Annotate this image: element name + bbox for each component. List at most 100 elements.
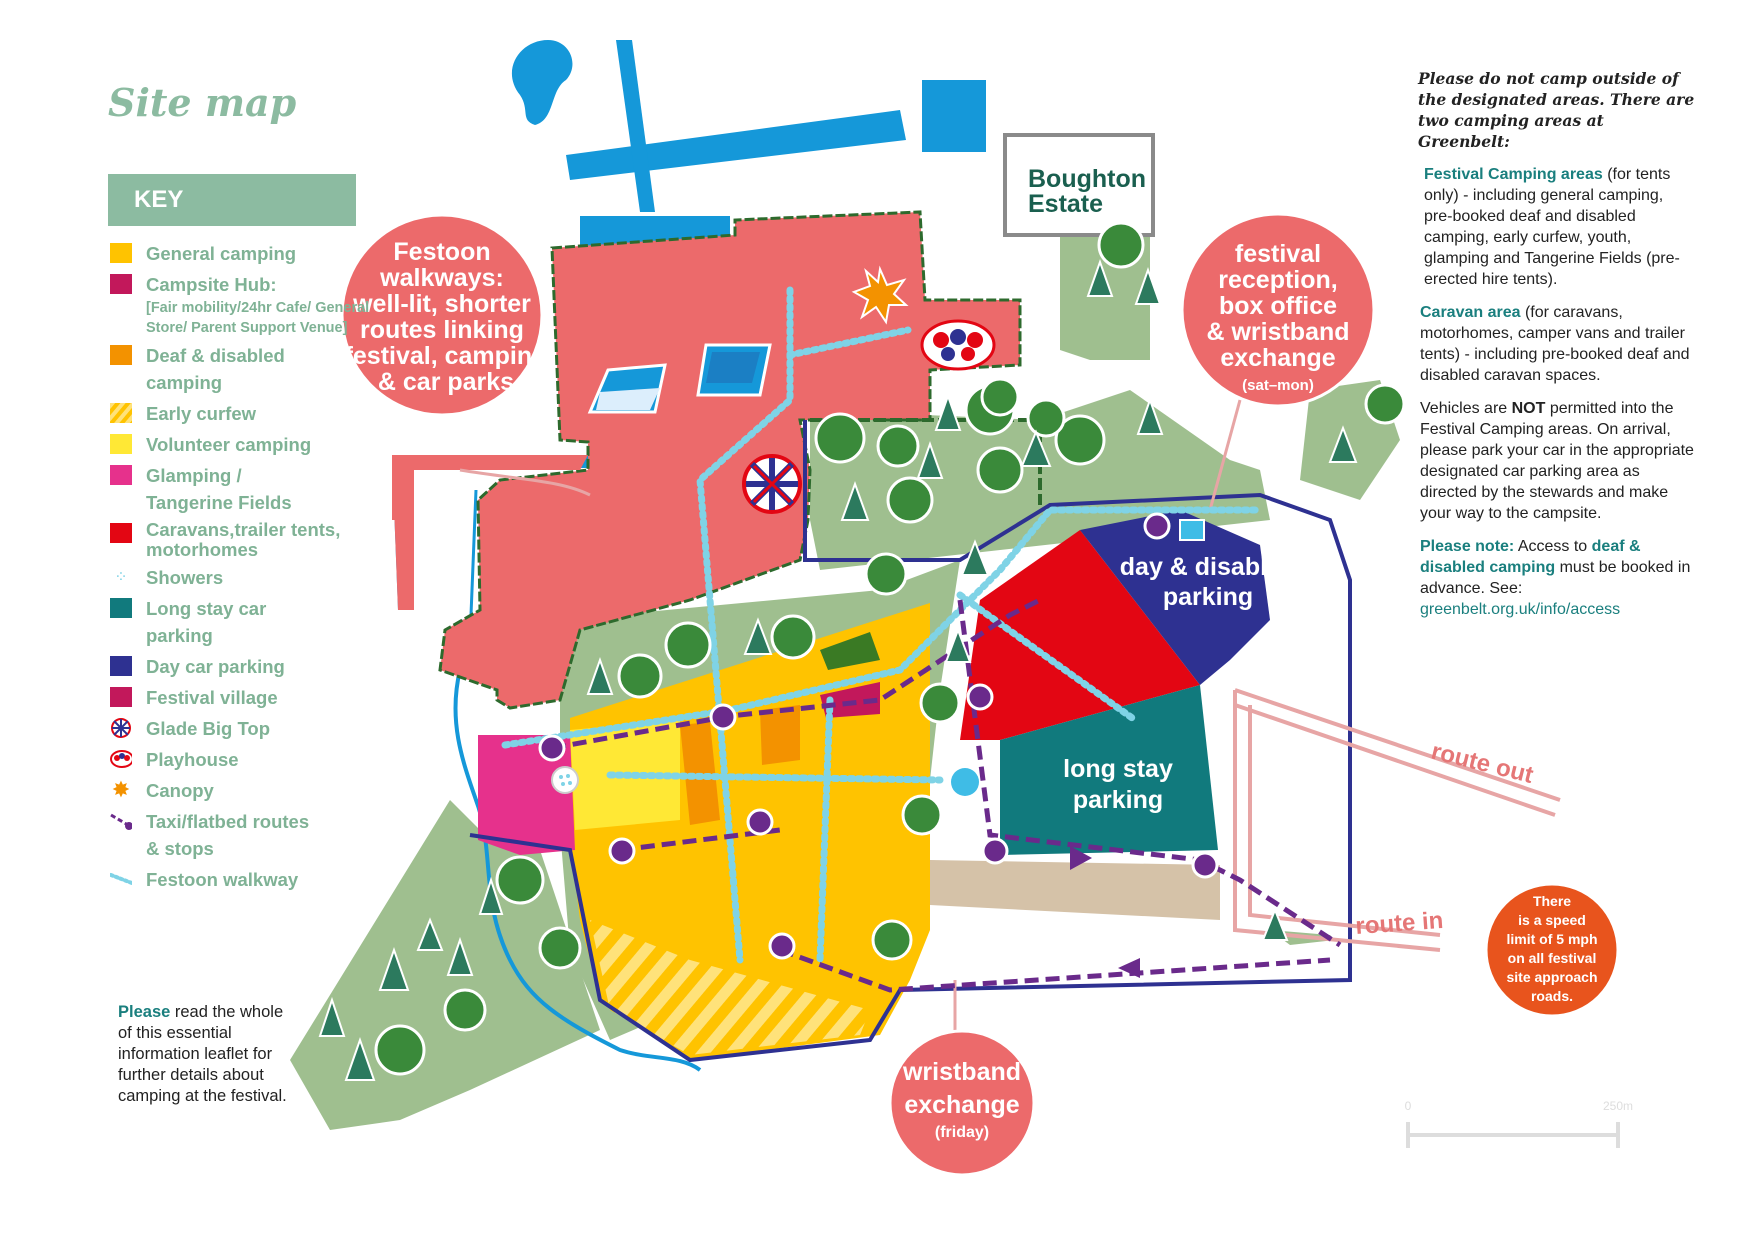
speed-line-2: is a speed: [1518, 912, 1586, 928]
swatch-caravans: [110, 523, 132, 543]
wristband-callout: wristband exchange (friday): [888, 1029, 1036, 1177]
caravan-text: (for caravans, motorhomes, camper vans a…: [1420, 304, 1690, 384]
long-stay-label-2: parking: [1073, 786, 1163, 814]
festoon-mini: [110, 873, 132, 886]
key-item-day-parking: Day car parking: [110, 653, 370, 680]
approach-roads: [459, 399, 1561, 1030]
reception-callout-line-6: (sat–mon): [1242, 377, 1314, 394]
shower-icon: ⁘: [114, 569, 128, 586]
key-header: KEY: [108, 174, 356, 226]
scale-bar: 0 250m: [1405, 1099, 1633, 1148]
please-bold: Please: [118, 1003, 171, 1021]
wristband-point-friday: [951, 768, 979, 796]
reception-callout-line-1: festival: [1235, 240, 1321, 268]
access-url-link[interactable]: greenbelt.org.uk/info/access: [1420, 601, 1621, 618]
key-item-playhouse: Playhouse: [110, 746, 370, 773]
note-title: Please note:: [1420, 538, 1515, 555]
key-item-caravans: Caravans,trailer tents, motorhomes: [110, 520, 370, 560]
festoon-callout-line-3: well-lit, shorter: [352, 290, 531, 318]
reception-callout-line-3: box office: [1219, 292, 1337, 320]
speed-line-1: There: [1533, 893, 1571, 909]
key-item-early-curfew: Early curfew: [110, 400, 370, 427]
boughton-label-1: Boughton: [1028, 165, 1146, 193]
key-item-showers: ⁘ Showers: [110, 564, 370, 591]
key-label: General camping: [146, 243, 297, 264]
shower-icon: [551, 766, 579, 794]
key-item-long-stay: Long stay car parking: [110, 595, 370, 649]
key-label: Day car parking: [146, 656, 285, 677]
festoon-callout-line-4: routes linking: [360, 316, 524, 344]
key-label: Playhouse: [146, 749, 239, 770]
key-label: Long stay car parking: [146, 598, 267, 646]
key-label: Glamping / Tangerine Fields: [146, 465, 292, 513]
key-sublabel: [Fair mobility/24hr Cafe/ General Store/…: [146, 300, 370, 336]
key-item-festoon: Festoon walkway: [110, 866, 370, 893]
key-item-campsite-hub: Campsite Hub: [Fair mobility/24hr Cafe/ …: [110, 271, 370, 338]
swatch-deaf-disabled: [110, 345, 132, 365]
key-item-deaf-disabled: Deaf & disabled camping: [110, 342, 370, 396]
caravan-title: Caravan area: [1420, 304, 1521, 321]
camping-intro: Please do not camp outside of the design…: [1418, 69, 1695, 151]
speed-line-3: limit of 5 mph: [1507, 931, 1598, 947]
please-read-note: Please read the whole of this essential …: [118, 1002, 288, 1107]
canopy-star-icon: [851, 265, 909, 325]
glade-big-top-icon: [110, 718, 132, 738]
glade-big-top-icon: [742, 454, 802, 514]
key-item-taxi-routes: Taxi/flatbed routes & stops: [110, 808, 370, 862]
festoon-callout-line-5: festival, camping: [345, 342, 548, 370]
reception-point: [1179, 519, 1205, 541]
playhouse-mini: [110, 750, 132, 768]
festival-camping-title: Festival Camping areas: [1424, 166, 1603, 183]
vehicles-not: NOT: [1511, 400, 1546, 417]
key-label: Campsite Hub:: [146, 274, 277, 295]
long-stay-label-1: long stay: [1063, 755, 1173, 783]
key-label: Deaf & disabled camping: [146, 345, 285, 393]
parking-areas: day & disabled parking long stay parking: [930, 510, 1296, 920]
swatch-volunteer: [110, 434, 132, 454]
please-text: read the whole of this essential informa…: [118, 1003, 287, 1105]
key-label: Taxi/flatbed routes & stops: [146, 811, 310, 859]
route-arrows: [1070, 846, 1140, 978]
note-text-b: must be booked in advance. See:: [1420, 559, 1691, 597]
note-text-a: Access to: [1514, 538, 1592, 555]
access-note: Please note: Access to deaf & disabled c…: [1420, 536, 1696, 620]
taxi-route-icon: [110, 811, 132, 831]
swatch-campsite-hub: [110, 274, 132, 294]
swatch-long-stay: [110, 598, 132, 618]
vehicles-text-a: Vehicles are: [1420, 400, 1512, 417]
taxi-mini: [110, 813, 132, 830]
map-key: General camping Campsite Hub: [Fair mobi…: [110, 240, 370, 897]
festoon-callout-line-6: & car parks: [378, 368, 514, 396]
vehicles-info: Vehicles are NOT permitted into the Fest…: [1420, 398, 1696, 524]
taxi-stops: [538, 512, 1219, 960]
key-item-volunteer: Volunteer camping: [110, 431, 370, 458]
playhouse-icon: [920, 319, 996, 371]
hatch-swatch: [110, 403, 132, 423]
festival-camping-info: Festival Camping areas (for tents only) …: [1424, 164, 1696, 290]
festoon-callout-line-1: Festoon: [393, 238, 490, 266]
key-label: Festoon walkway: [146, 869, 299, 890]
buildings: [587, 343, 772, 414]
vehicles-text-b: permitted into the Festival Camping area…: [1420, 400, 1694, 522]
wristband-callout-line-2: exchange: [904, 1091, 1019, 1119]
festival-camping-text: (for tents only) - including general cam…: [1424, 166, 1680, 288]
route-in-label: route in: [1355, 907, 1445, 940]
key-item-glamping: Glamping / Tangerine Fields: [110, 462, 370, 516]
page-title: Site map: [108, 80, 297, 125]
day-parking-label-2: parking: [1163, 583, 1253, 611]
swatch-day-parking: [110, 656, 132, 676]
key-label: Caravans,trailer tents, motorhomes: [146, 519, 341, 560]
festoon-callout: Festoon walkways: well-lit, shorter rout…: [340, 213, 548, 417]
reception-callout-line-5: exchange: [1220, 344, 1335, 372]
key-label: Early curfew: [146, 403, 257, 424]
key-label: Canopy: [146, 780, 214, 801]
boughton-estate: Boughton Estate: [1003, 133, 1155, 237]
festoon-callout-line-2: walkways:: [379, 264, 504, 292]
camping-info: Please do not camp outside of the design…: [1418, 68, 1696, 632]
trees: [318, 221, 1406, 1081]
reception-callout: festival reception, box office & wristba…: [1180, 212, 1376, 408]
scale-start: 0: [1405, 1099, 1412, 1113]
caravan-info: Caravan area (for caravans, motorhomes, …: [1420, 302, 1696, 386]
